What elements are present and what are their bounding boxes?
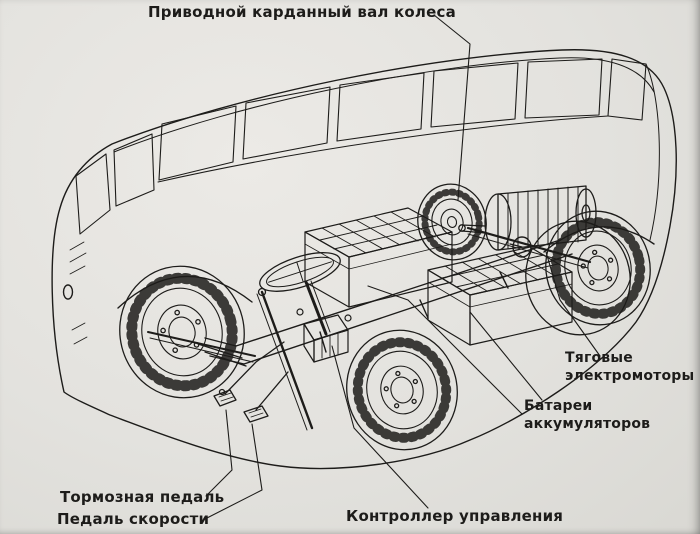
label-batteries-line2: аккумуляторов <box>524 416 651 432</box>
steering-wheel <box>259 252 341 336</box>
rear-right-wheel <box>525 210 651 336</box>
label-traction-motors-line2: электромоторы <box>565 368 695 384</box>
label-traction-motors-line1: Тяговые <box>565 350 633 366</box>
controller-unit <box>296 308 352 363</box>
front-right-wheel <box>346 329 458 451</box>
battery-box-lower <box>427 246 573 346</box>
bus-windows <box>75 58 647 235</box>
label-batteries-line1: Батареи <box>524 398 593 414</box>
label-controller: Контроллер управления <box>346 507 564 525</box>
leader-lines <box>204 14 601 520</box>
front-left-wheel <box>119 265 245 399</box>
label-brake-pedal: Тормозная педаль <box>60 488 225 506</box>
label-speed-pedal: Педаль скорости <box>57 510 210 528</box>
battery-box-upper <box>304 207 453 308</box>
pedal-assembly <box>197 287 314 431</box>
label-drive-shaft: Приводной карданный вал колеса <box>148 3 456 21</box>
traction-motor <box>458 185 597 251</box>
